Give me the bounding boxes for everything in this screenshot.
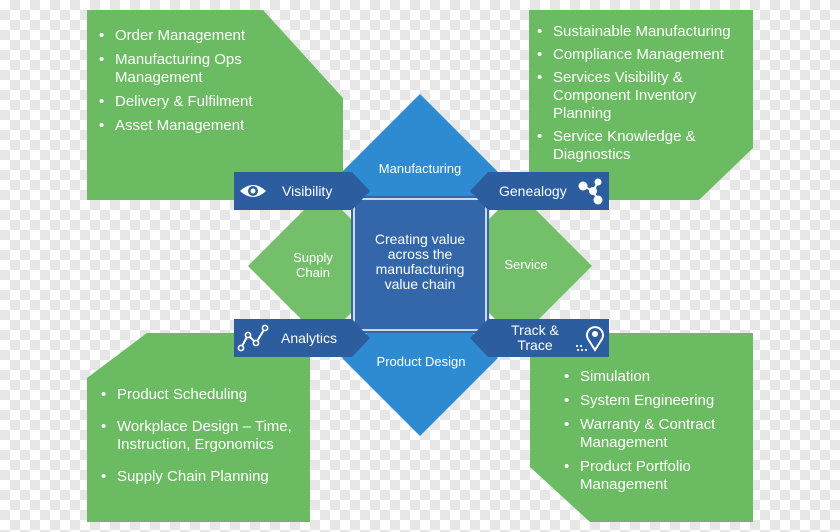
genealogy-bar: Genealogy bbox=[470, 172, 609, 210]
network-nodes-icon bbox=[571, 172, 609, 210]
track-trace-bar: Track & Trace bbox=[470, 319, 609, 357]
list-item: Simulation bbox=[562, 368, 752, 386]
list-item: Sustainable Manufacturing bbox=[535, 23, 751, 41]
list-item: System Engineering bbox=[562, 392, 752, 410]
analytics-bar: Analytics bbox=[234, 319, 370, 357]
list-item: Product Scheduling bbox=[99, 386, 309, 404]
bottom-left-list: Product Scheduling Workplace Design – Ti… bbox=[99, 386, 309, 500]
list-item: Product Portfolio Management bbox=[562, 458, 752, 494]
center-box-border bbox=[353, 198, 487, 331]
bottom-left-panel: Product Scheduling Workplace Design – Ti… bbox=[87, 333, 310, 522]
center-statement: Creating value across the manufacturing … bbox=[374, 231, 466, 292]
supply-chain-label: Supply Chain bbox=[293, 250, 333, 280]
line-graph-icon bbox=[234, 319, 272, 357]
visibility-label: Visibility bbox=[282, 182, 333, 199]
top-right-list: Sustainable Manufacturing Compliance Man… bbox=[535, 23, 751, 169]
bottom-right-list: Simulation System Engineering Warranty &… bbox=[562, 368, 752, 500]
bottom-right-panel: Simulation System Engineering Warranty &… bbox=[530, 333, 753, 522]
list-item: Services Visibility & Component Inventor… bbox=[535, 69, 751, 123]
list-item: Warranty & Contract Management bbox=[562, 416, 752, 452]
service-label: Service bbox=[504, 257, 548, 272]
track-trace-label: Track & Trace bbox=[511, 322, 559, 353]
location-pin-icon bbox=[571, 319, 609, 357]
visibility-bar: Visibility bbox=[234, 172, 370, 210]
top-left-list: Order Management Manufacturing Ops Manag… bbox=[97, 27, 297, 141]
list-item: Compliance Management bbox=[535, 46, 751, 64]
list-item: Delivery & Fulfilment bbox=[97, 93, 297, 111]
list-item: Order Management bbox=[97, 27, 297, 45]
manufacturing-label: Manufacturing bbox=[378, 161, 462, 176]
analytics-label: Analytics bbox=[281, 329, 338, 346]
top-right-panel: Sustainable Manufacturing Compliance Man… bbox=[529, 10, 753, 200]
genealogy-label: Genealogy bbox=[499, 182, 567, 199]
list-item: Supply Chain Planning bbox=[99, 468, 309, 486]
center-box-fill bbox=[351, 196, 489, 333]
list-item: Workplace Design – Time, Instruction, Er… bbox=[99, 418, 309, 454]
list-item: Manufacturing Ops Management bbox=[97, 51, 297, 87]
list-item: Service Knowledge & Diagnostics bbox=[535, 128, 751, 164]
list-item: Asset Management bbox=[97, 117, 297, 135]
eye-icon bbox=[234, 172, 272, 210]
product-design-label: Product Design bbox=[376, 354, 466, 369]
